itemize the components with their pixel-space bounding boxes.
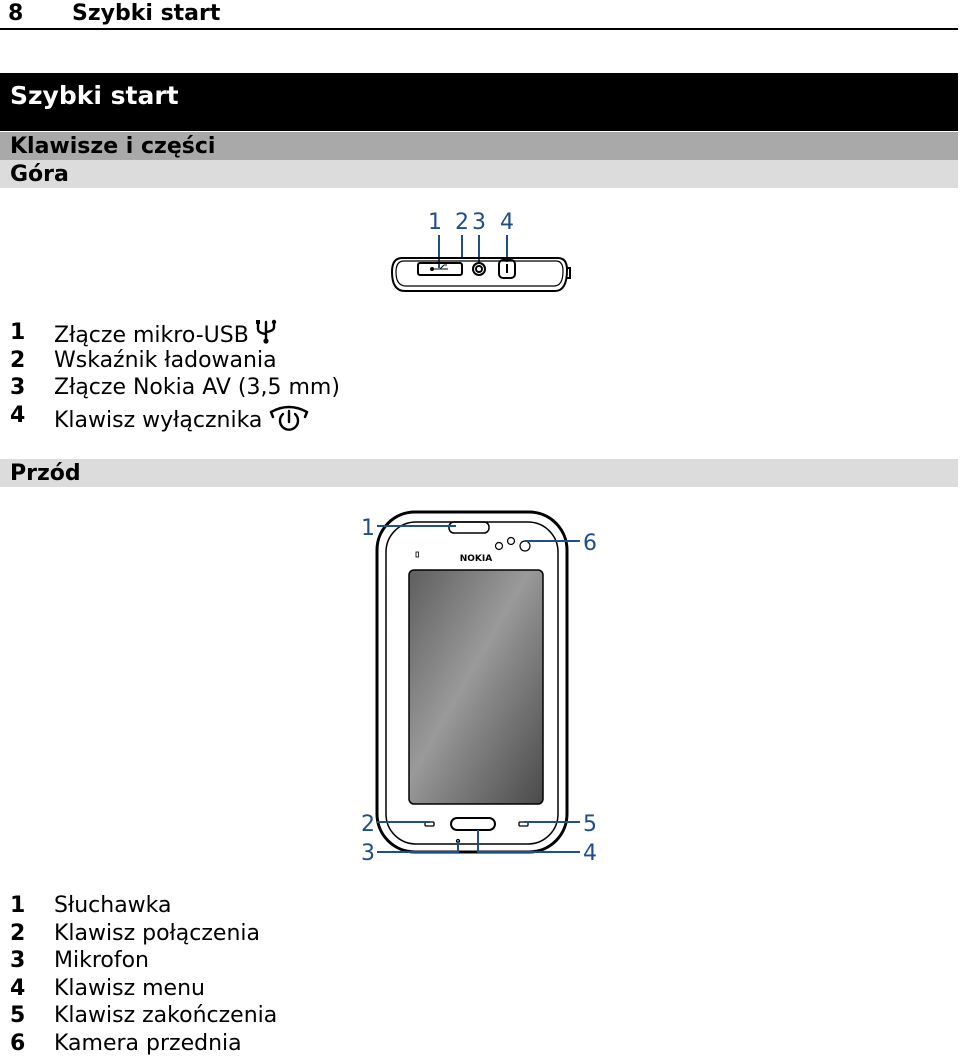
top-heading: Góra [10,162,69,187]
item-text: Klawisz wyłącznika [54,407,263,433]
usb-icon [255,319,277,353]
front-callout-4: 4 [583,841,597,866]
front-callout-5: 5 [583,812,597,837]
front-callout-2: 2 [361,812,375,837]
item-number: 4 [10,402,26,428]
item-text: Klawisz połączenia [54,920,261,946]
item-text: Słuchawka [54,893,172,918]
display-screen [408,569,544,805]
section-title-bar: Klawisze i części [0,132,958,160]
running-title: Szybki start [72,1,221,26]
top-callout-4: 4 [500,210,514,235]
item-text: Klawisz menu [54,975,205,1001]
item-number: 5 [10,1003,26,1028]
item-text: Wskaźnik ładowania [54,347,277,373]
top-callout-1: 1 [428,210,442,235]
brand-logo: NOKIA [460,554,493,564]
item-number: 3 [10,375,26,400]
running-header: 8 Szybki start [0,0,958,30]
item-text: Klawisz zakończenia [54,1003,278,1028]
item-number: 6 [10,1030,26,1056]
device-top-view-figure: 1 2 3 4 [390,210,571,292]
item-text: Złącze Nokia AV (3,5 mm) [54,375,340,400]
item-number: 4 [10,975,26,1001]
front-callout-3: 3 [361,841,375,866]
device-front-view-figure: NOKIA 1 6 2 5 3 4 [361,510,597,866]
top-callout-2: 2 [455,210,469,235]
item-number: 2 [10,920,26,946]
page-number: 8 [8,1,24,26]
front-heading: Przód [10,461,81,486]
top-heading-bar: Góra [0,160,958,188]
top-callout-3: 3 [472,210,486,235]
item-number: 1 [10,320,26,345]
chapter-title: Szybki start [10,81,179,110]
item-number: 1 [10,893,26,918]
power-key-icon [268,402,310,440]
item-text: Mikrofon [54,948,150,973]
section-title: Klawisze i części [10,134,216,159]
item-number: 2 [10,347,26,373]
item-number: 3 [10,948,26,973]
chapter-title-bar: Szybki start [0,73,958,131]
front-callout-6: 6 [583,531,597,556]
front-heading-bar: Przód [0,459,958,487]
item-text: Złącze mikro-USB [54,322,249,348]
front-callout-1: 1 [361,516,375,541]
item-text: Kamera przednia [54,1030,242,1056]
